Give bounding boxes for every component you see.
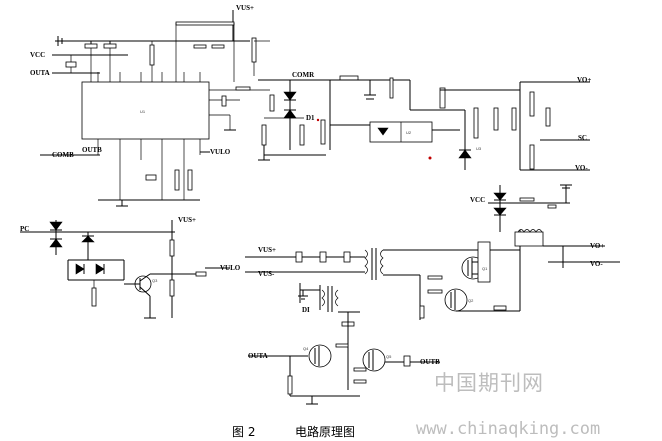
label-u2: U2 (406, 130, 412, 135)
label-vo-minus-top: VO- (575, 164, 588, 172)
label-outa-bottom: OUTA (248, 352, 268, 360)
label-vo-minus-bottom: VO- (590, 260, 603, 268)
sense-section (258, 75, 590, 171)
label-vcc-right: VCC (470, 196, 485, 204)
label-outb-left: OUTB (82, 146, 102, 154)
label-sc: SC (578, 134, 587, 142)
label-comr: COMR (292, 71, 315, 79)
label-vus-minus-bottom: VUS- (258, 270, 275, 278)
watermark-url: www.chinaqking.com (416, 419, 600, 439)
label-comb: COMB (52, 151, 74, 159)
label-outa-top: OUTA (30, 69, 50, 77)
net-labels: VCC OUTA COMB OUTB VULO VUS+ COMR VO+ VO… (20, 4, 604, 366)
label-vulo-bottom: VULO (220, 264, 241, 272)
label-vo-plus-bottom: VO+ (590, 242, 604, 250)
label-q4: Q4 (303, 346, 309, 351)
power-stage (245, 184, 620, 405)
driver-section (40, 10, 270, 207)
label-q5: Q5 (386, 354, 392, 359)
label-vo-plus-top: VO+ (577, 76, 591, 84)
watermark-cn: 中国期刊网 (434, 371, 544, 395)
label-vus-top: VUS+ (236, 4, 254, 12)
label-q2: Q2 (468, 298, 474, 303)
pc-section (20, 220, 230, 319)
label-vulo-top: VULO (210, 148, 231, 156)
label-d1-bottom: DI (302, 306, 310, 314)
label-u1: U1 (140, 109, 146, 114)
label-vcc-top: VCC (30, 51, 45, 59)
label-q1: Q1 (482, 266, 488, 271)
label-vus-plus-bottom: VUS+ (258, 246, 276, 254)
label-pc: PC (20, 225, 29, 233)
label-vus-left-bottom: VUS+ (178, 216, 196, 224)
figure-number: 图 2 (232, 425, 255, 439)
figure-title: 电路原理图 (295, 424, 355, 439)
label-d1-mid: D1 (306, 114, 315, 122)
label-q3: Q3 (152, 278, 158, 283)
label-u3: U3 (476, 146, 482, 151)
label-outb-bottom: OUTB (420, 358, 440, 366)
